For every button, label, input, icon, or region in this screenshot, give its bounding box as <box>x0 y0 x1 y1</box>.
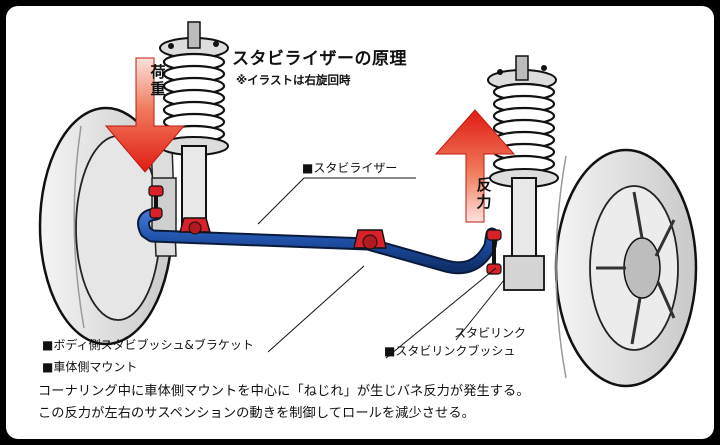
load-arrow <box>104 57 186 173</box>
right-stabilizer-link <box>486 229 502 275</box>
reaction-arrow <box>434 109 516 223</box>
callout-stab-link: スタビリンク <box>454 326 527 340</box>
description-line-1: コーナリング中に車体側マウントを中心に「ねじれ」が生じバネ反力が発生する。 <box>38 384 530 399</box>
body-bush-bracket-left <box>179 217 211 235</box>
left-stabilizer-link <box>148 185 164 219</box>
callout-stab-link-bush: ■スタビリンクブッシュ <box>384 344 516 358</box>
right-strut <box>487 55 559 291</box>
suspension-illustration <box>38 21 698 388</box>
callout-stabilizer: ■スタビライザー <box>302 161 398 175</box>
callout-body-mount: ■車体側マウント <box>42 360 138 374</box>
callout-body-bush-bracket: ■ボディ側スタビブッシュ&ブラケット <box>42 338 254 352</box>
left-wheel <box>38 106 177 346</box>
body-mount-center <box>353 229 387 250</box>
diagram-title: スタビライザーの原理 <box>232 49 407 69</box>
load-label: 荷重 <box>150 63 166 98</box>
reaction-label: 反力 <box>476 176 492 211</box>
left-strut <box>159 21 229 242</box>
description-line-2: この反力が左右のサスペンションの動きを制御してロールを減少させる。 <box>38 406 475 421</box>
callout-lines <box>257 177 505 359</box>
diagram-subtitle: ※イラストは右旋回時 <box>236 73 351 87</box>
right-wheel <box>554 148 698 388</box>
diagram-frame: スタビライザーの原理 ※イラストは右旋回時 荷重 反力 ■スタビライザー ■ボデ… <box>6 6 714 439</box>
